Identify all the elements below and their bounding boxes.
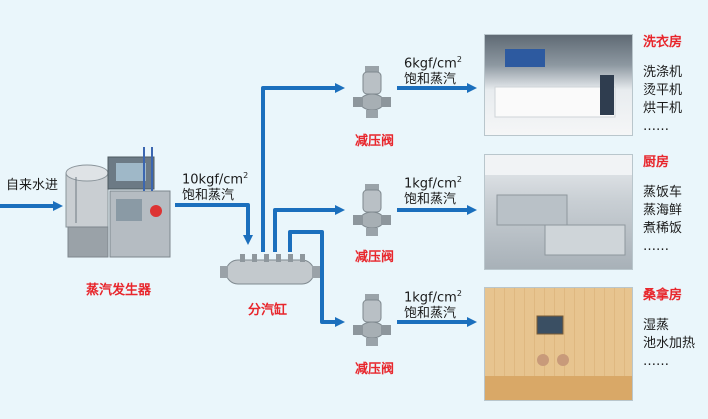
steam-header-image	[220, 254, 320, 285]
branch-pipe-1	[261, 83, 345, 252]
kitchen-item: ……	[643, 239, 669, 254]
laundry-room-illustration	[494, 49, 616, 118]
branch-pressure-1: 6kgf/cm	[404, 56, 457, 72]
branch-kind-2: 饱和蒸汽	[404, 192, 457, 208]
branch-pipe-3	[288, 230, 345, 327]
kitchen-item: 煮稀饭	[643, 221, 683, 236]
main-steam-pipe	[175, 203, 253, 245]
pressure-valve-icon-2	[353, 184, 391, 236]
laundry-item: 烘干机	[643, 101, 683, 116]
steam-generator-label: 蒸汽发生器	[86, 283, 152, 298]
pressure-valve-icon-1	[353, 66, 391, 118]
sauna-illustration	[485, 315, 632, 400]
kitchen-item: 蒸海鲜	[643, 203, 683, 218]
branch-steam-label-2: 1kgf/cm2 饱和蒸汽	[404, 172, 462, 208]
kitchen-photo	[484, 154, 633, 270]
pressure-valve-icon-3	[353, 294, 391, 346]
kitchen-illustration	[485, 155, 632, 256]
laundry-item: ……	[643, 119, 669, 134]
laundry-room-title: 洗衣房	[643, 35, 683, 50]
kitchen-item: 蒸饭车	[643, 185, 683, 200]
kitchen-list: 厨房 蒸饭车 蒸海鲜 煮稀饭 ……	[643, 154, 682, 256]
laundry-room-photo	[484, 34, 633, 136]
sauna-list: 桑拿房 湿蒸 池水加热 ……	[643, 287, 695, 371]
main-steam-label: 10kgf/cm2 饱和蒸汽	[182, 168, 248, 204]
laundry-item: 洗涤机	[643, 65, 683, 80]
branch-steam-label-1: 6kgf/cm2 饱和蒸汽	[404, 52, 462, 88]
sauna-title: 桑拿房	[643, 288, 683, 303]
sauna-item: 池水加热	[643, 336, 696, 351]
laundry-room-list: 洗衣房 洗涤机 烫平机 烘干机 ……	[643, 34, 682, 136]
branch-steam-label-3: 1kgf/cm2 饱和蒸汽	[404, 286, 462, 322]
main-steam-sup: 2	[243, 171, 249, 180]
branch-pipe-2	[273, 205, 345, 252]
valve-label-1: 减压阀	[355, 134, 395, 149]
water-inlet-label: 自来水进	[6, 178, 59, 193]
branch-kind-3: 饱和蒸汽	[404, 306, 457, 322]
branch-pressure-2: 1kgf/cm	[404, 176, 457, 192]
steam-header-label: 分汽缸	[248, 303, 288, 318]
kitchen-title: 厨房	[643, 155, 670, 170]
valve-label-3: 减压阀	[355, 362, 395, 377]
steam-generator-image	[65, 147, 171, 258]
sauna-item: ……	[643, 354, 669, 369]
main-steam-pressure: 10kgf/cm	[182, 172, 244, 188]
sauna-photo	[484, 287, 633, 401]
branch-sup-2: 2	[456, 175, 462, 184]
branch-sup-1: 2	[456, 55, 462, 64]
branch-kind-1: 饱和蒸汽	[404, 72, 457, 88]
branch-pressure-3: 1kgf/cm	[404, 290, 457, 306]
main-steam-kind: 饱和蒸汽	[182, 188, 235, 204]
sauna-item: 湿蒸	[643, 318, 670, 333]
branch-sup-3: 2	[456, 289, 462, 298]
laundry-item: 烫平机	[643, 83, 683, 98]
valve-label-2: 减压阀	[355, 250, 395, 265]
